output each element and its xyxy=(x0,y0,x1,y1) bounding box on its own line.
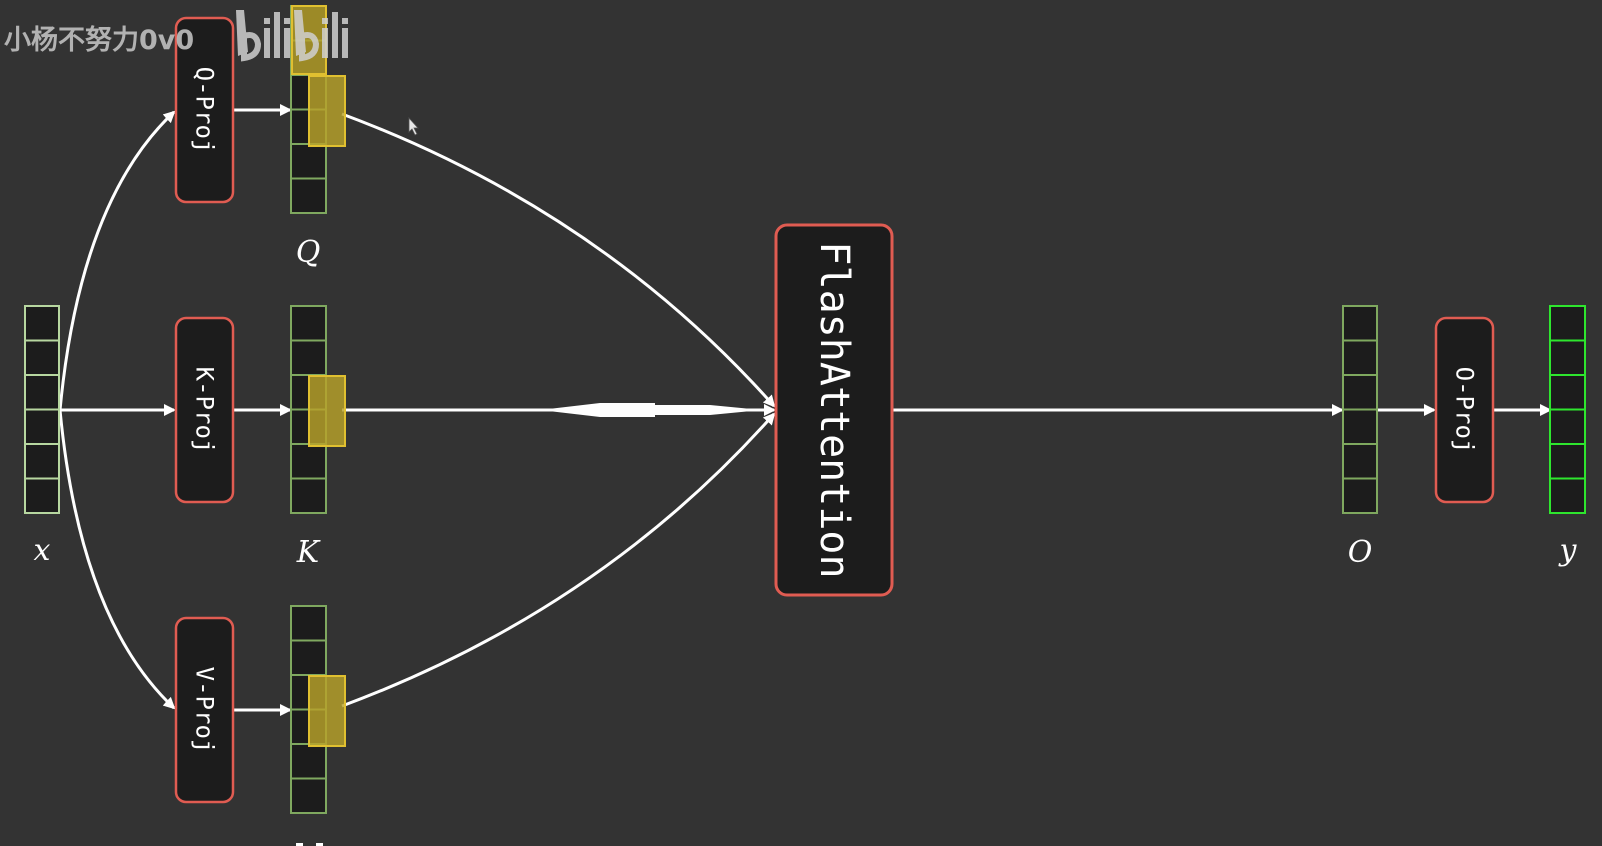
vector-o xyxy=(1342,305,1378,514)
vector-cell xyxy=(290,639,327,676)
q-proj-block: Q-Proj xyxy=(174,16,235,204)
q-tile xyxy=(308,75,346,147)
vector-cell xyxy=(290,305,327,342)
vector-cell xyxy=(290,177,327,214)
flashattention-label: FlashAttention xyxy=(811,241,857,578)
vector-cell xyxy=(1549,339,1586,376)
vector-cell xyxy=(1342,477,1378,514)
watermark-text: 小杨不努力0v0 xyxy=(4,25,195,56)
vector-cell xyxy=(290,777,327,814)
vector-cell xyxy=(290,605,327,642)
vector-cell xyxy=(1549,305,1586,342)
k-proj-label: K-Proj xyxy=(191,367,219,454)
label-v-partial xyxy=(296,843,323,846)
bilibili-logo-icon xyxy=(236,10,348,62)
vector-cell xyxy=(1342,339,1378,376)
vector-cell xyxy=(290,143,327,180)
label-k: K xyxy=(296,535,321,570)
highlight-tiles xyxy=(291,5,346,747)
data-flow-token xyxy=(540,403,762,417)
vector-cell xyxy=(24,443,60,480)
vector-cell xyxy=(1342,443,1378,480)
vector-cell xyxy=(1549,443,1586,480)
o-proj-block: O-Proj xyxy=(1434,316,1495,504)
vector-cell xyxy=(1549,477,1586,514)
vector-cell xyxy=(24,374,60,411)
vector-cell xyxy=(290,339,327,376)
label-y: y xyxy=(1558,533,1578,568)
vector-cell xyxy=(290,443,327,480)
vector-cell xyxy=(1342,408,1378,445)
label-q: Q xyxy=(296,235,321,270)
v-tile xyxy=(308,675,346,747)
arrow-v-to-flash xyxy=(341,412,776,708)
arrows xyxy=(58,104,1552,716)
vector-cell xyxy=(24,339,60,376)
label-x: x xyxy=(34,533,51,568)
arrow-x-to-qproj xyxy=(58,110,176,411)
vector-x xyxy=(24,305,60,514)
vector-cell xyxy=(1342,374,1378,411)
vector-y xyxy=(1549,305,1586,514)
vector-cell xyxy=(290,743,327,780)
flashattention-block: FlashAttention xyxy=(774,223,894,597)
v-proj-label: V-Proj xyxy=(191,667,219,754)
vector-cell xyxy=(24,305,60,342)
label-o: O xyxy=(1348,535,1373,570)
o-proj-label: O-Proj xyxy=(1451,367,1479,454)
arrow-q-to-flash xyxy=(341,112,776,408)
q-proj-label: Q-Proj xyxy=(191,67,219,154)
k-proj-block: K-Proj xyxy=(174,316,235,504)
k-tile xyxy=(308,375,346,447)
vector-cell xyxy=(1549,408,1586,445)
vector-cell xyxy=(290,477,327,514)
vector-cell xyxy=(24,408,60,445)
vector-cell xyxy=(1549,374,1586,411)
vector-cell xyxy=(24,477,60,514)
mouse-cursor-icon xyxy=(408,116,419,136)
arrow-x-to-vproj xyxy=(58,409,176,710)
vector-cell xyxy=(1342,305,1378,342)
v-proj-block: V-Proj xyxy=(174,616,235,804)
